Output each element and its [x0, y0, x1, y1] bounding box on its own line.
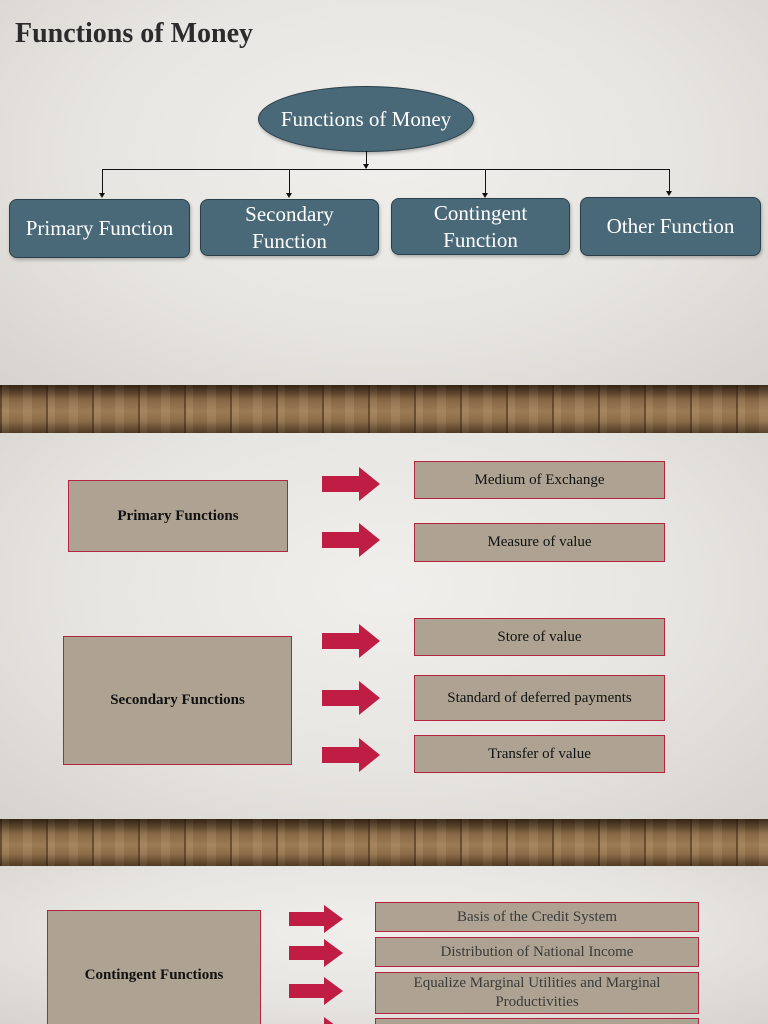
right-arrow-icon	[289, 977, 343, 1005]
wood-floor-divider	[0, 819, 768, 866]
other-function-node: Other Function	[580, 197, 761, 256]
secondary-function-node: Secondary Function	[200, 199, 379, 256]
contingent-functions-box: Contingent Functions	[47, 910, 261, 1024]
down-arrow-icon	[666, 191, 672, 196]
right-arrow-icon	[322, 624, 380, 658]
slide-3: Contingent Functions Basis of the Credit…	[0, 866, 768, 1024]
down-arrow-icon	[363, 164, 369, 169]
branch-connector	[485, 169, 486, 193]
slide-1: Functions of Money Functions of Money Pr…	[0, 0, 768, 385]
distribution-of-national-income-box: Distribution of National Income	[375, 937, 699, 967]
right-arrow-icon	[322, 681, 380, 715]
branch-connector	[289, 169, 290, 193]
branch-connector	[669, 169, 670, 191]
contingent-item-4-box	[375, 1018, 699, 1024]
measure-of-value-box: Measure of value	[414, 523, 665, 562]
primary-function-node: Primary Function	[9, 199, 190, 258]
down-arrow-icon	[286, 193, 292, 198]
down-arrow-icon	[99, 193, 105, 198]
standard-of-deferred-payments-box: Standard of deferred payments	[414, 675, 665, 721]
down-arrow-icon	[482, 193, 488, 198]
contingent-function-node: Contingent Function	[391, 198, 570, 255]
right-arrow-icon	[322, 738, 380, 772]
slide-2: Primary Functions Medium of Exchange Mea…	[0, 433, 768, 819]
equalize-marginal-utilities-box: Equalize Marginal Utilities and Marginal…	[375, 972, 699, 1014]
right-arrow-icon	[289, 939, 343, 967]
right-arrow-icon	[322, 467, 380, 501]
right-arrow-icon	[289, 1017, 334, 1024]
right-arrow-icon	[289, 905, 343, 933]
medium-of-exchange-box: Medium of Exchange	[414, 461, 665, 499]
branch-connector	[102, 169, 103, 193]
slide-title: Functions of Money	[15, 18, 253, 49]
branch-line	[102, 169, 670, 170]
root-node: Functions of Money	[258, 86, 474, 152]
secondary-functions-box: Secondary Functions	[63, 636, 292, 765]
basis-of-credit-system-box: Basis of the Credit System	[375, 902, 699, 932]
wood-floor-divider	[0, 385, 768, 433]
transfer-of-value-box: Transfer of value	[414, 735, 665, 773]
primary-functions-box: Primary Functions	[68, 480, 288, 552]
right-arrow-icon	[322, 523, 380, 557]
store-of-value-box: Store of value	[414, 618, 665, 656]
root-connector	[366, 151, 367, 168]
